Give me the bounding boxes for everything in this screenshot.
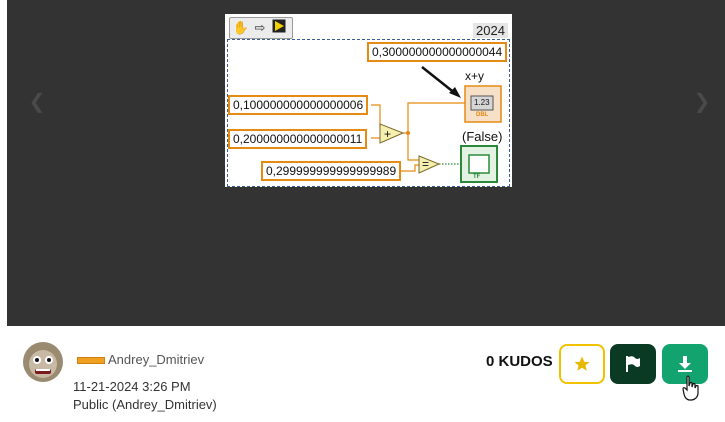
- kudos-count: 0 KUDOS: [486, 353, 553, 370]
- diagram-frame: [227, 39, 510, 187]
- labview-block-diagram: ✋ ⇨ 2024 0,300000000000000044: [225, 14, 512, 187]
- constant-a[interactable]: 0,100000000000000006: [228, 95, 369, 115]
- run-icon: [270, 19, 288, 37]
- add-symbol: +: [384, 127, 392, 141]
- wires: [371, 66, 502, 183]
- chevron-right-icon: ❯: [693, 89, 711, 113]
- kudo-button[interactable]: [559, 344, 605, 384]
- download-button[interactable]: [662, 344, 708, 384]
- equal-symbol: =: [422, 157, 430, 171]
- report-button[interactable]: [610, 344, 656, 384]
- arrow-right-icon: ⇨: [254, 20, 266, 35]
- rank-icon: [77, 357, 105, 364]
- author-username[interactable]: Andrey_Dmitriev: [108, 352, 205, 367]
- sum-label: x+y: [465, 69, 485, 83]
- post-date: 11-21-2024 3:26 PM: [73, 379, 191, 394]
- constant-c[interactable]: 0,299999999999999989: [261, 161, 402, 181]
- previous-image-button[interactable]: ❮: [27, 90, 47, 112]
- indicator-type: DBL: [476, 112, 489, 118]
- user-avatar[interactable]: [23, 342, 63, 382]
- constant-b[interactable]: 0,200000000000000011: [228, 129, 368, 149]
- year-label: 2024: [473, 23, 508, 38]
- indicator-value: 1.23: [474, 98, 490, 107]
- hand-icon: ✋: [232, 20, 250, 35]
- diagram-toolbar: ✋ ⇨: [229, 17, 293, 39]
- false-label: (False): [462, 129, 503, 144]
- bool-type: TF: [473, 174, 481, 180]
- flag-icon: [626, 356, 640, 372]
- post-visibility: Public (Andrey_Dmitriev): [73, 397, 217, 412]
- result-constant[interactable]: 0,300000000000000044: [367, 42, 508, 62]
- hand-cursor-icon: [682, 375, 700, 406]
- download-icon: [678, 356, 692, 372]
- next-image-button[interactable]: ❯: [692, 90, 712, 112]
- star-icon: [574, 356, 590, 371]
- chevron-left-icon: ❮: [28, 89, 46, 113]
